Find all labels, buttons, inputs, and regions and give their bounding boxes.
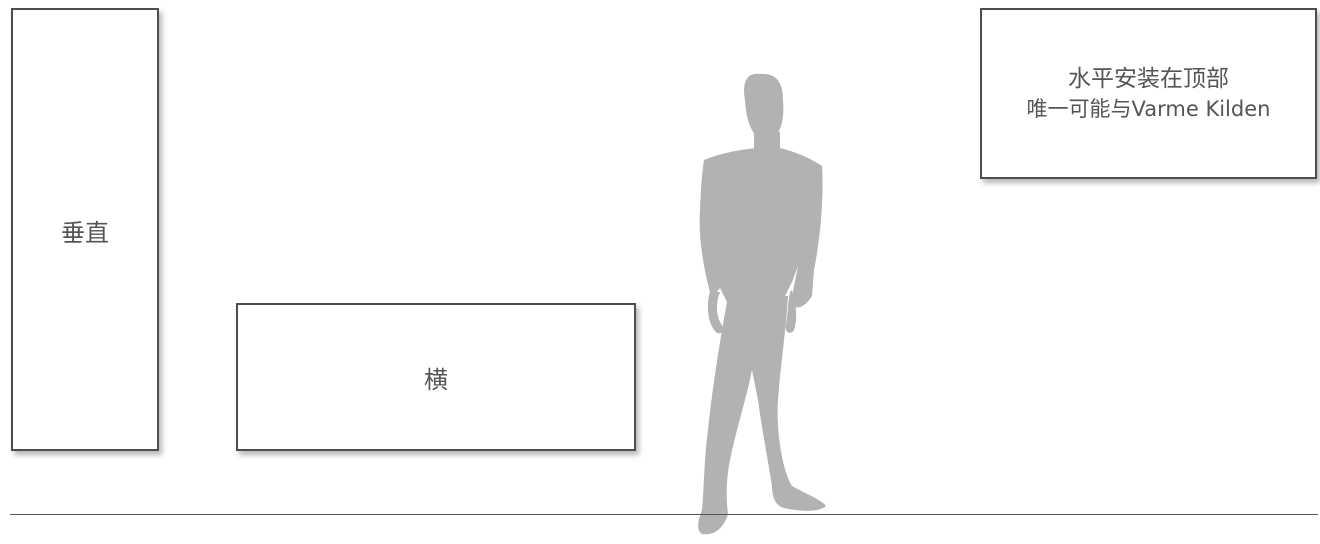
top-panel-label-line1: 水平安装在顶部 (1067, 65, 1229, 92)
top-mounted-panel: 水平安装在顶部 唯一可能与Varme Kilden (980, 8, 1317, 179)
horizontal-panel: 横 (236, 303, 636, 451)
top-panel-label-line2: 唯一可能与Varme Kilden (1026, 96, 1271, 121)
vertical-panel: 垂直 (11, 8, 159, 451)
horizontal-panel-label: 横 (424, 365, 448, 394)
floor-line (10, 514, 1318, 515)
vertical-panel-label: 垂直 (61, 219, 109, 247)
top-panel-text: 水平安装在顶部 唯一可能与Varme Kilden (1027, 64, 1271, 123)
person-silhouette-icon (680, 70, 840, 544)
